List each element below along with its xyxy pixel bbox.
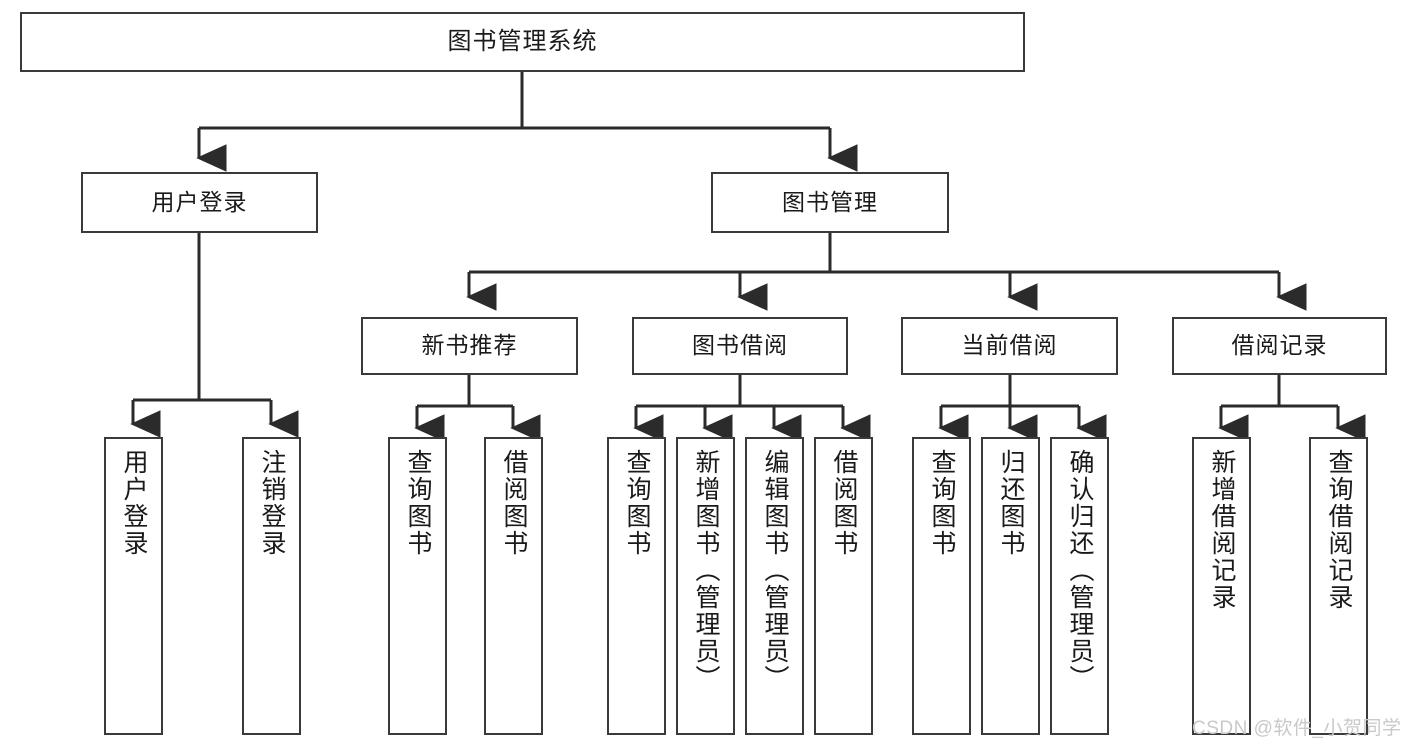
node-label: 编辑图书（管理员） <box>761 449 789 692</box>
leaf-user-login[interactable]: 用户登录 <box>104 437 163 735</box>
node-label: 借阅图书 <box>830 449 858 557</box>
node-label: 用户登录 <box>151 188 248 215</box>
leaf-add-book[interactable]: 新增图书（管理员） <box>676 437 735 735</box>
node-label: 新书推荐 <box>421 332 518 359</box>
node-label: 查询图书 <box>404 449 432 557</box>
node-label: 用户登录 <box>120 449 148 557</box>
node-label: 图书借阅 <box>692 332 788 359</box>
node-label: 新增借阅记录 <box>1208 449 1236 611</box>
leaf-user-logout[interactable]: 注销登录 <box>242 437 301 735</box>
node-book-manage[interactable]: 图书管理 <box>711 172 949 233</box>
leaf-confirm-return[interactable]: 确认归还（管理员） <box>1050 437 1109 735</box>
leaf-edit-book[interactable]: 编辑图书（管理员） <box>745 437 804 735</box>
node-label: 查询图书 <box>928 449 956 557</box>
node-label: 归还图书 <box>997 449 1025 557</box>
node-label: 新增图书（管理员） <box>692 449 720 692</box>
leaf-query-book-2[interactable]: 查询图书 <box>607 437 666 735</box>
node-borrow-record[interactable]: 借阅记录 <box>1172 317 1387 375</box>
leaf-borrow-book-1[interactable]: 借阅图书 <box>484 437 543 735</box>
node-label: 借阅图书 <box>500 449 528 557</box>
node-book-borrow[interactable]: 图书借阅 <box>632 317 848 375</box>
node-user-login[interactable]: 用户登录 <box>81 172 318 233</box>
leaf-query-record[interactable]: 查询借阅记录 <box>1309 437 1368 735</box>
node-new-book-rec[interactable]: 新书推荐 <box>361 317 578 375</box>
csdn-watermark: CSDN @软件_小贺同学 <box>1192 718 1402 739</box>
leaf-query-book-3[interactable]: 查询图书 <box>912 437 971 735</box>
node-root-system[interactable]: 图书管理系统 <box>20 12 1025 72</box>
leaf-borrow-book-2[interactable]: 借阅图书 <box>814 437 873 735</box>
node-label: 当前借阅 <box>961 332 1058 359</box>
leaf-add-record[interactable]: 新增借阅记录 <box>1192 437 1251 735</box>
node-label: 图书管理系统 <box>447 27 598 55</box>
node-current-borrow[interactable]: 当前借阅 <box>901 317 1118 375</box>
leaf-return-book[interactable]: 归还图书 <box>981 437 1040 735</box>
leaf-query-book-1[interactable]: 查询图书 <box>388 437 447 735</box>
node-label: 查询图书 <box>623 449 651 557</box>
node-label: 图书管理 <box>782 188 878 215</box>
node-label: 注销登录 <box>258 449 286 557</box>
node-label: 确认归还（管理员） <box>1066 449 1094 692</box>
node-label: 借阅记录 <box>1231 332 1328 359</box>
node-label: 查询借阅记录 <box>1325 449 1353 611</box>
